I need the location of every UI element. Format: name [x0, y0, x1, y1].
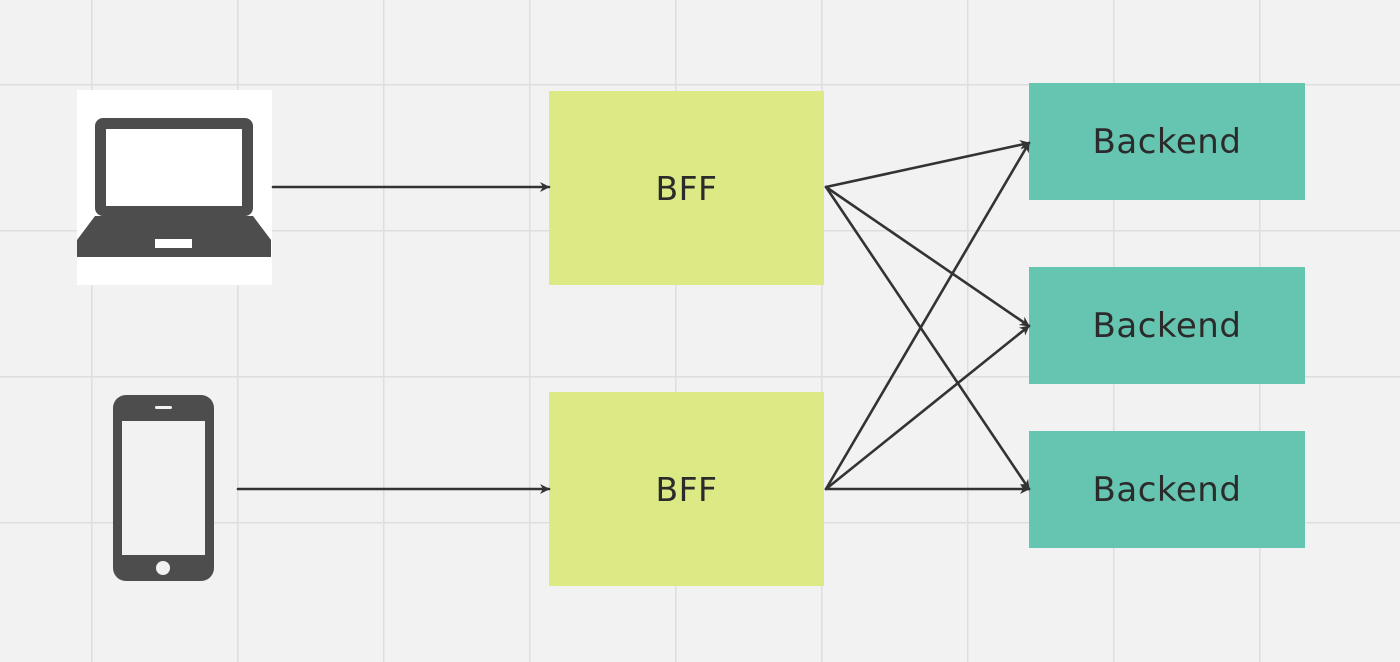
backend-label: Backend: [1092, 121, 1242, 162]
backend-label: Backend: [1092, 469, 1242, 510]
bff-node-1[interactable]: BFF: [549, 91, 824, 285]
backend-node-3[interactable]: Backend: [1029, 431, 1305, 548]
bff-label: BFF: [655, 168, 718, 208]
laptop-icon: [77, 118, 271, 257]
backend-label: Backend: [1092, 305, 1242, 346]
bff-node-2[interactable]: BFF: [549, 392, 824, 586]
backend-node-1[interactable]: Backend: [1029, 83, 1305, 200]
smartphone-icon: [113, 395, 214, 581]
bff-label: BFF: [655, 469, 718, 509]
backend-node-2[interactable]: Backend: [1029, 267, 1305, 384]
